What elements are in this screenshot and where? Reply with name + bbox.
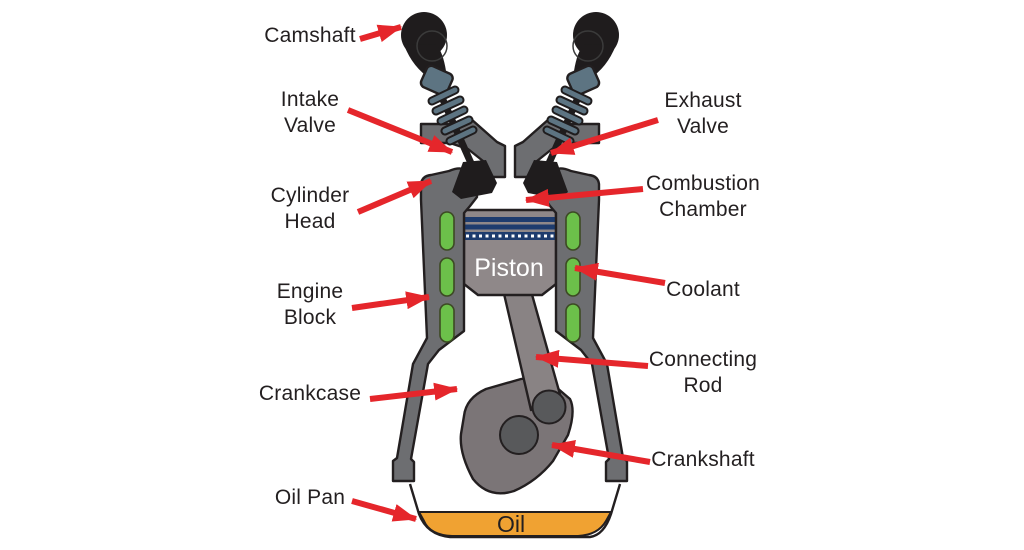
label-crankshaft: Crankshaft xyxy=(651,448,755,471)
oil-pan: Oil xyxy=(408,483,622,539)
arrow-connecting-rod xyxy=(534,349,649,369)
label-engine-block: Engine Block xyxy=(276,280,344,329)
piston: Piston xyxy=(462,208,558,297)
label-exhaust-valve: Exhaust Valve xyxy=(664,89,742,138)
arrow-crankshaft xyxy=(550,440,651,465)
arrow-coolant xyxy=(573,262,666,286)
arrow-camshaft xyxy=(359,24,403,43)
oil-label: Oil xyxy=(497,511,525,537)
arrow-crankcase xyxy=(369,382,459,402)
label-camshaft: Camshaft xyxy=(264,24,356,47)
label-crankcase: Crankcase xyxy=(258,382,362,405)
label-oil-pan: Oil Pan xyxy=(274,486,346,509)
label-combustion-chamber: Combustion Chamber xyxy=(645,172,761,221)
label-cylinder-head: Cylinder Head xyxy=(270,184,350,233)
arrow-oil-pan xyxy=(351,498,418,522)
arrow-combustion-chamber xyxy=(524,186,644,207)
callout-arrows xyxy=(346,24,666,522)
arrow-cylinder-head xyxy=(356,178,433,215)
label-intake-valve: Intake Valve xyxy=(280,88,340,137)
crankshaft-journals xyxy=(499,389,567,455)
oil xyxy=(417,511,613,537)
arrow-intake-valve xyxy=(346,107,454,155)
label-coolant: Coolant xyxy=(666,278,740,301)
label-connecting-rod: Connecting Rod xyxy=(648,348,758,397)
piston-label: Piston xyxy=(474,254,543,282)
arrow-exhaust-valve xyxy=(549,117,659,156)
piston-rings xyxy=(464,217,556,240)
arrow-engine-block xyxy=(351,291,431,311)
